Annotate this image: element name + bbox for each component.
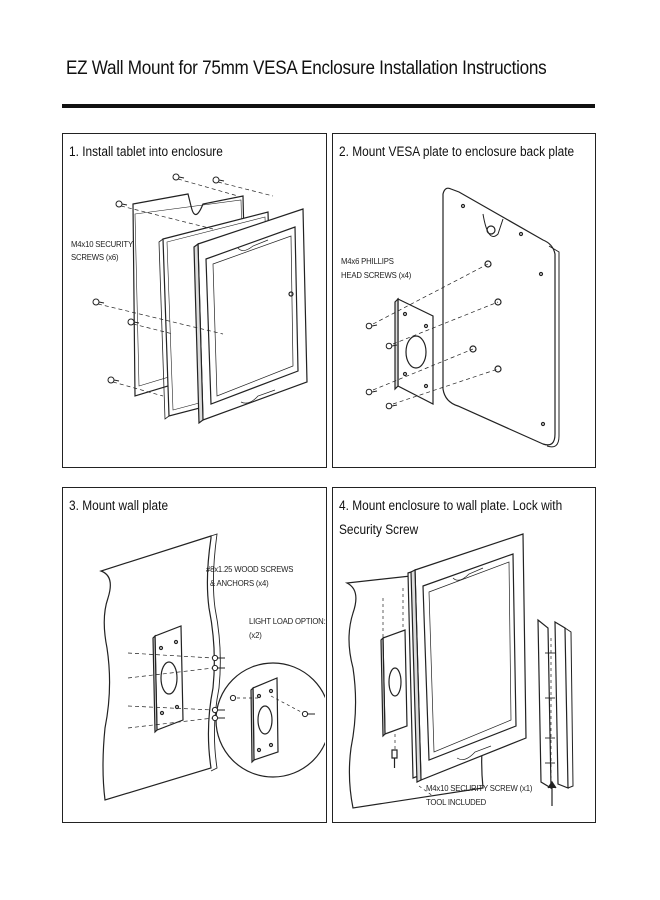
step-4-illustration (333, 488, 594, 821)
step-3-label-line-4: (x2) (249, 630, 262, 640)
step-2-label-line-2: HEAD SCREWS (x4) (341, 270, 412, 280)
step-4-title: 4. Mount enclosure to wall plate. Lock w… (339, 498, 563, 537)
step-1-illustration (63, 134, 325, 466)
document-title: EZ Wall Mount for 75mm VESA Enclosure In… (66, 58, 547, 79)
step-3-title: 3. Mount wall plate (69, 498, 169, 513)
step-3-panel: 3. Mount wall plate (62, 487, 327, 823)
title-underline (62, 104, 595, 108)
step-4-label-line-2: TOOL INCLUDED (426, 797, 486, 807)
step-2-label-line-1: M4x6 PHILLIPS (341, 256, 394, 266)
step-3-label-line-1: #8x1.25 WOOD SCREWS (206, 564, 294, 574)
step-1-panel: 1. Install tablet into enclosure (62, 133, 327, 468)
step-1-title: 1. Install tablet into enclosure (69, 144, 223, 159)
step-3-label-line-2: & ANCHORS (x4) (210, 578, 269, 588)
step-3-label-line-3: LIGHT LOAD OPTION: (249, 616, 326, 626)
step-1-label-line-1: M4x10 SECURITY (71, 239, 133, 249)
step-2-title: 2. Mount VESA plate to enclosure back pl… (339, 144, 575, 159)
step-2-illustration (333, 134, 594, 466)
step-1-label-line-2: SCREWS (x6) (71, 252, 119, 262)
step-4-label-line-1: M4x10 SECURITY SCREW (x1) (426, 783, 533, 793)
step-3-illustration (63, 488, 325, 821)
step-4-panel: 4. Mount enclosure to wall plate. Lock w… (332, 487, 596, 823)
step-2-panel: 2. Mount VESA plate to enclosure back pl… (332, 133, 596, 468)
